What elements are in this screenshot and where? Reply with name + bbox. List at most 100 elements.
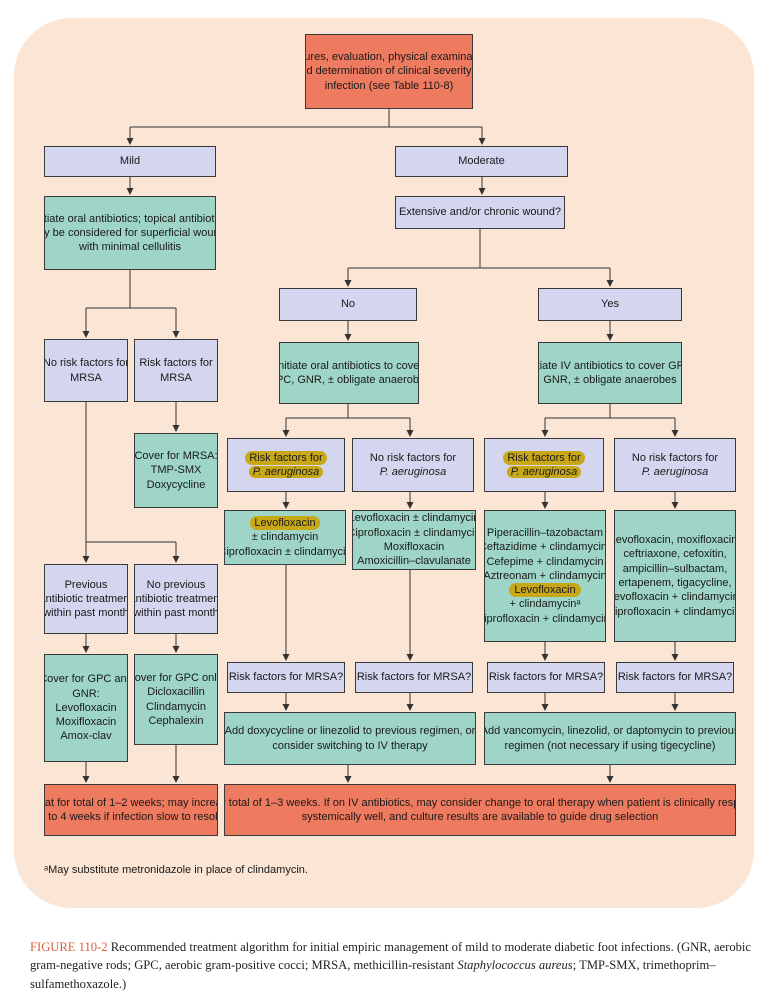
mild-no-prev-abx-box: No previous antibiotic treatment within … — [134, 564, 218, 634]
text-line: P. aeruginosa — [641, 466, 709, 478]
text-line: Risk factors for MRSA? — [228, 671, 344, 684]
connector-lines — [82, 109, 679, 783]
text-line: P. aeruginosa — [379, 466, 447, 478]
highlighted-text: Levofloxacin — [250, 516, 320, 531]
text-line: Risk factors for — [245, 450, 327, 465]
start-box: Cultures, evaluation, physical examinati… — [305, 34, 473, 109]
text-line: Clindamycin — [146, 700, 206, 713]
mild-cover-gpc-gnr-box: Cover for GPC and GNR: Levofloxacin Moxi… — [44, 654, 128, 762]
text-line: Treat for total of 1–3 weeks. If on IV a… — [225, 796, 735, 809]
text-line: MRSA — [70, 371, 102, 384]
text-line: Levofloxacin ± clindamycin — [250, 516, 320, 545]
text-line: Levofloxacin ± clindamycin — [352, 512, 476, 525]
no-no-rf-pa-box: No risk factors for P. aeruginosa — [352, 438, 474, 492]
text-line: Cephalexin — [148, 714, 204, 727]
yes-no-rf-pa-box: No risk factors for P. aeruginosa — [614, 438, 736, 492]
text-line: Levofloxacin, moxifloxacin, — [614, 534, 736, 547]
text-line: Risk factors for MRSA? — [356, 671, 472, 684]
text-line: Amox-clav — [60, 730, 112, 743]
text-line: Ciprofloxacin ± clindamycin — [224, 545, 346, 558]
caption-text: Recommended treatment algorithm for init… — [30, 940, 752, 973]
mild-no-rf-mrsa-box: No risk factors for MRSA — [44, 339, 128, 402]
text-line: Yes — [601, 298, 619, 311]
text-line: with minimal cellulitis — [78, 241, 182, 254]
no-mrsa-question-2: Risk factors for MRSA? — [355, 662, 473, 693]
mild-cover-gpc-only-box: Cover for GPC only: Dicloxacillin Clinda… — [134, 654, 218, 745]
moderate-label: Moderate — [458, 155, 505, 168]
yes-rf-regimen-box: Piperacillin–tazobactam Ceftazidime + cl… — [484, 510, 606, 642]
highlighted-text: P. aeruginosa — [248, 466, 324, 478]
text-line: ertapenem, tigacycline, — [618, 577, 732, 589]
text-line: No risk factors for — [631, 451, 719, 464]
text-line: Piperacillin–tazobactam — [486, 526, 604, 539]
text-line: consider switching to IV therapy — [272, 739, 428, 752]
text-line: Risk factors for — [139, 357, 213, 370]
text-line: Ceftazidime + clindamycinᵃ — [484, 541, 606, 554]
text-line: Moxifloxacin — [383, 541, 445, 553]
text-line: Levofloxacin + clindamycinᵃ — [509, 583, 581, 612]
mild-initiate-box: Initiate oral antibiotics; topical antib… — [44, 196, 216, 270]
text-line: Levofloxacin — [55, 701, 117, 714]
text-line: Cefepime + clindamycin — [486, 555, 604, 568]
yes-initiate-iv-box: Initiate IV antibiotics to cover GPC, GN… — [538, 342, 682, 404]
figure-caption: FIGURE 110-2 Recommended treatment algor… — [30, 938, 760, 993]
mild-box: Mild — [44, 146, 216, 177]
mild-rf-mrsa-box: Risk factors for MRSA — [134, 339, 218, 402]
text-line: TMP-SMX — [150, 464, 202, 477]
text-line: Moxifloxacin — [55, 716, 117, 729]
caption-italic: Staphylococcus aureus — [457, 958, 573, 973]
text-line: P. aeruginosa — [506, 465, 582, 479]
figure-label: FIGURE 110-2 — [30, 940, 108, 954]
text-line: MRSA — [160, 371, 192, 384]
extensive-wound-question-box: Extensive and/or chronic wound? — [395, 196, 565, 229]
no-initiate-oral-box: Initiate oral antibiotics to cover GPC, … — [279, 342, 419, 404]
mild-label: Mild — [119, 155, 141, 168]
text-line: within past month — [134, 607, 218, 620]
text-fragment: ± clindamycin — [251, 531, 319, 544]
yes-add-regimen-box: Add vancomycin, linezolid, or daptomycin… — [484, 712, 736, 765]
text-line: may be considered for superficial wounds — [44, 226, 215, 239]
yes-box: Yes — [538, 288, 682, 321]
highlighted-text: P. aeruginosa — [506, 466, 582, 478]
text-line: systemically well, and culture results a… — [301, 811, 659, 823]
moderate-box: Moderate — [395, 146, 568, 177]
text-line: Cover for MRSA: — [134, 450, 218, 463]
moderate-treat-box: Treat for total of 1–3 weeks. If on IV a… — [224, 784, 736, 836]
text-line: ciprofloxacin + clindamycin — [614, 605, 736, 618]
no-rf-pa-box: Risk factors for P. aeruginosa — [227, 438, 345, 492]
start-line: Cultures, evaluation, physical examinati… — [305, 51, 473, 64]
text-line: No risk factors for — [44, 357, 128, 370]
text-line: antibiotic treatment — [44, 592, 128, 605]
highlighted-text: Risk factors for — [245, 450, 327, 465]
text-line: Ciprofloxacin ± clindamycin — [352, 526, 476, 539]
text-line: within past month — [44, 607, 128, 620]
text-line: Initiate oral antibiotics to cover — [279, 359, 419, 372]
no-no-rf-regimen-box: Levofloxacin ± clindamycin Ciprofloxacin… — [352, 510, 476, 570]
mild-prev-abx-box: Previous antibiotic treatment within pas… — [44, 564, 128, 634]
highlighted-text: Risk factors for — [503, 450, 585, 465]
text-line: regimen (not necessary if using tigecycl… — [504, 739, 716, 752]
text-line: Risk factors for MRSA? — [617, 671, 733, 684]
text-line: antibiotic treatment — [134, 592, 218, 605]
text-line: P. aeruginosa — [248, 465, 324, 479]
text-line: Aztreonam + clindamycin — [484, 569, 606, 582]
no-box: No — [279, 288, 417, 321]
text-line: No — [340, 298, 356, 311]
text-line: Treat for total of 1–2 weeks; may increa… — [44, 796, 217, 809]
text-line: No risk factors for — [369, 451, 457, 464]
no-rf-regimen-box: Levofloxacin ± clindamycin Ciprofloxacin… — [224, 510, 346, 565]
highlighted-text: Levofloxacin — [509, 583, 581, 598]
text-fragment: + clindamycinᵃ — [509, 598, 581, 611]
text-line: Doxycycline — [146, 478, 206, 491]
yes-mrsa-question-2: Risk factors for MRSA? — [616, 662, 734, 693]
text-line: levofloxacin + clindamycin — [614, 591, 736, 604]
text-line: No previous — [146, 578, 206, 591]
text-line: GNR, ± obligate anaerobes — [543, 374, 677, 386]
no-add-regimen-box: Add doxycycline or linezolid to previous… — [224, 712, 476, 765]
text-line: Cover for GPC and — [45, 673, 127, 686]
mild-treat-box: Treat for total of 1–2 weeks; may increa… — [44, 784, 218, 836]
caption-text: ; TMP-SMX, trimethoprim–sulfamethoxazole… — [30, 958, 716, 991]
yes-no-rf-regimen-box: Levofloxacin, moxifloxacin, ceftriaxone,… — [614, 510, 736, 642]
footnote: ᵃMay substitute metronidazole in place o… — [44, 864, 308, 876]
text-line: Risk factors for — [503, 450, 585, 465]
